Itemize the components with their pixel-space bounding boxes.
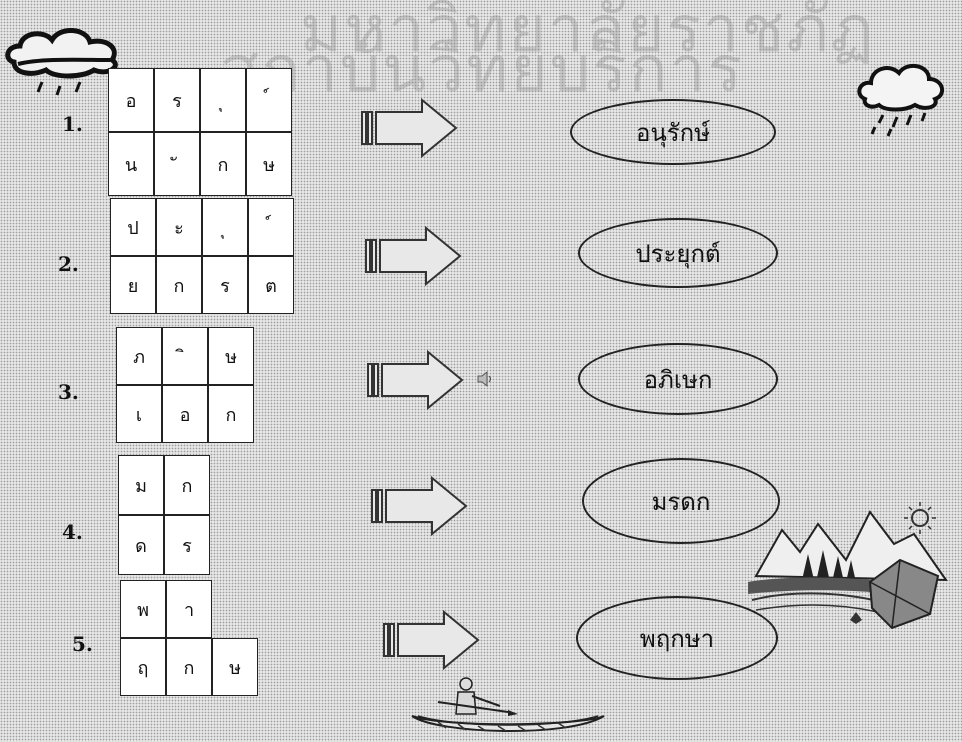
letter-grid: พ า ฤ ก ษ (120, 580, 258, 696)
letter-cell: ก (164, 455, 210, 515)
right-arrow-icon (367, 350, 464, 410)
answer-oval: อภิเษก (578, 343, 778, 415)
letter-cell: ษ (212, 638, 258, 696)
letter-cell: า (166, 580, 212, 638)
answer-text: มรดก (651, 487, 711, 516)
answer-oval: อนุรักษ์ (570, 99, 776, 165)
letter-cell: ก (208, 385, 254, 443)
letter-cell: ก (156, 256, 202, 314)
answer-text: พฤกษา (639, 624, 715, 653)
rain-cloud-icon (857, 63, 945, 137)
letter-cell: ะ (156, 198, 202, 256)
right-arrow-icon (365, 226, 462, 286)
right-arrow-icon (383, 610, 480, 670)
letter-cell: ร (164, 515, 210, 575)
letter-cell: ิ (162, 327, 208, 385)
letter-cell: ษ (208, 327, 254, 385)
letter-cell: ย (110, 256, 156, 314)
letter-cell: ์ (248, 198, 294, 256)
letter-grid: ม ก ด ร (118, 455, 210, 575)
letter-cell: ป (110, 198, 156, 256)
letter-grid: ภ ิ ษ เ อ ก (116, 327, 254, 443)
letter-cell: ภ (116, 327, 162, 385)
item-number: 1. (62, 112, 83, 136)
canoe-icon (411, 677, 605, 733)
answer-oval: มรดก (582, 458, 780, 544)
letter-cell: เ (116, 385, 162, 443)
camp-scene-icon (748, 502, 948, 630)
letter-grid: ป ะ ุ ์ ย ก ร ต (110, 198, 294, 314)
item-number: 3. (58, 380, 79, 404)
letter-cell: ม (118, 455, 164, 515)
watermark: มหาวิทยาลัยราชภัฏ สถาบันวิทยบริการ (220, 0, 960, 107)
answer-text: ประยุกต์ (635, 239, 721, 268)
letter-cell: ด (118, 515, 164, 575)
letter-cell: อ (162, 385, 208, 443)
letter-grid: อ ร ุ ์ น ั ก ษ (108, 68, 292, 196)
answer-oval: พฤกษา (576, 596, 778, 680)
item-number: 2. (58, 252, 79, 276)
letter-cell: ก (200, 132, 246, 196)
letter-cell: อ (108, 68, 154, 132)
watermark-line2: สถาบันวิทยบริการ (220, 33, 744, 107)
letter-cell: ฤ (120, 638, 166, 696)
right-arrow-icon (371, 476, 468, 536)
item-number: 5. (72, 632, 93, 656)
answer-text: อภิเษก (643, 365, 713, 394)
letter-cell: พ (120, 580, 166, 638)
right-arrow-icon (361, 98, 458, 158)
letter-cell: ร (202, 256, 248, 314)
letter-cell: ก (166, 638, 212, 696)
letter-cell: ุ (202, 198, 248, 256)
letter-cell: ์ (246, 68, 292, 132)
letter-cell: ร (154, 68, 200, 132)
answer-oval: ประยุกต์ (578, 218, 778, 288)
rain-cloud-icon (5, 28, 118, 96)
empty-cell (212, 580, 258, 638)
answer-text: อนุรักษ์ (635, 118, 711, 147)
speaker-icon (477, 370, 492, 388)
letter-cell: ษ (246, 132, 292, 196)
item-number: 4. (62, 520, 83, 544)
letter-cell: น (108, 132, 154, 196)
letter-cell: ั (154, 132, 200, 196)
letter-cell: ต (248, 256, 294, 314)
letter-cell: ุ (200, 68, 246, 132)
watermark-line1: มหาวิทยาลัยราชภัฏ (300, 0, 876, 67)
